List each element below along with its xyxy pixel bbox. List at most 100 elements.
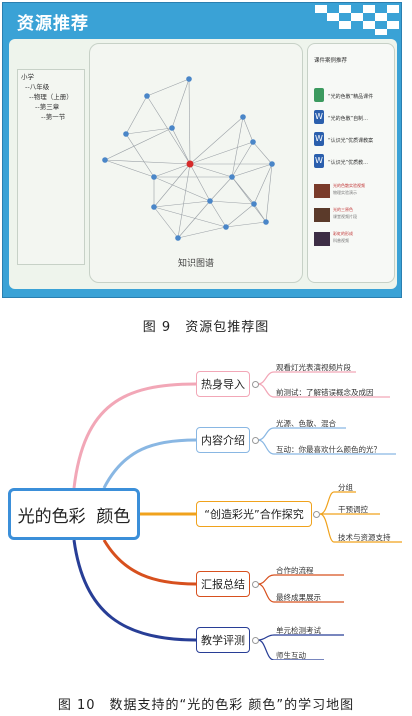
resource-title: 资源推荐 (17, 14, 89, 34)
recommendation-title: 课件案例推荐 (314, 58, 348, 64)
graph-caption: 知识图谱 (177, 259, 214, 269)
sub-topic[interactable]: 合作的流程 (276, 566, 314, 575)
graph-nodes (102, 76, 275, 241)
graph-edge (153, 206, 227, 228)
sub-topic[interactable]: 分组 (338, 483, 353, 492)
sub-topic[interactable]: 单元检测考试 (276, 626, 321, 635)
graph-edge (209, 200, 255, 205)
sub-branch-evaluation (257, 634, 344, 660)
sub-branch-line (257, 639, 324, 660)
topic-warmup[interactable]: 热身导入 (196, 371, 250, 397)
graph-edge (177, 163, 191, 239)
sub-branch-summary (257, 574, 344, 603)
graph-edge (104, 127, 173, 161)
sub-topic[interactable]: 互动：你最喜欢什么颜色的光？ (276, 445, 381, 454)
sub-topic[interactable]: 师生互动 (276, 651, 306, 660)
graph-edge (225, 221, 267, 228)
video-item[interactable]: 光的三原色 课堂视频片段 (314, 206, 390, 226)
graph-node (169, 125, 175, 131)
sub-branch-line (257, 383, 390, 398)
graph-edge (177, 200, 211, 239)
tree-node-book[interactable]: --物理（上册） (29, 93, 73, 101)
video-item[interactable]: 彩虹的形成 科普视频 (314, 230, 390, 250)
branch-summary (102, 539, 197, 586)
collapse-toggle-icon[interactable] (313, 511, 320, 518)
tree-node-chapter[interactable]: --第三章 (35, 103, 60, 111)
graph-node (250, 139, 256, 145)
graph-edge (225, 203, 255, 228)
graph-node (151, 174, 157, 180)
sub-branch-line (319, 513, 402, 543)
graph-node (223, 224, 229, 230)
collapse-toggle-icon[interactable] (252, 637, 259, 644)
graph-edge (209, 200, 227, 228)
graph-edge (265, 163, 273, 223)
graph-node (102, 157, 108, 163)
graph-edge (189, 141, 254, 165)
graph-edge (231, 141, 254, 178)
tree-node-section[interactable]: --第一节 (41, 113, 66, 121)
graph-edge (125, 133, 155, 178)
sub-topic[interactable]: 技术与资源支持 (338, 533, 391, 542)
knowledge-graph-panel: 知识图谱 (89, 43, 303, 283)
central-topic[interactable]: 光的色彩 颜色 (8, 488, 140, 540)
graph-node (269, 161, 275, 167)
doc-item[interactable]: W “认识光”优质课教案 (314, 132, 374, 146)
topic-evaluation[interactable]: 教学评测 (196, 627, 250, 653)
resource-recommendation-screenshot: 资源推荐 小学 --八年级 --物理（上册） --第三章 --第一节 (2, 2, 402, 298)
collapse-toggle-icon[interactable] (252, 437, 259, 444)
doc-item[interactable]: W “光的色散”自制... (314, 110, 368, 124)
knowledge-tree: 小学 --八年级 --物理（上册） --第三章 --第一节 (17, 69, 85, 265)
sub-topic[interactable]: 观看灯光表演视频片段 (276, 363, 351, 372)
video-item[interactable]: 光的色散实验视频 物理实验演示 (314, 182, 390, 202)
graph-edge (189, 163, 211, 202)
sub-topic[interactable]: 最终成果展示 (276, 593, 321, 602)
graph-edge (146, 78, 190, 97)
graph-node (207, 198, 213, 204)
sub-topic[interactable]: 干预调控 (338, 505, 368, 514)
tree-node-year[interactable]: --八年级 (25, 83, 50, 91)
graph-edges (104, 78, 273, 239)
topic-content[interactable]: 内容介绍 (196, 427, 250, 453)
doc-icon-green (314, 88, 324, 102)
graph-edge (153, 206, 179, 239)
collapse-toggle-icon[interactable] (252, 381, 259, 388)
graph-node (123, 131, 129, 137)
graph-edge (171, 78, 190, 129)
recommendation-panel: 课件案例推荐 “光的色散”精品课件 W “光的色散”自制... W “认识光”优… (307, 43, 395, 283)
branch-content (102, 438, 197, 489)
learning-map: 光的色彩 颜色 热身导入 观看灯光表演视频片段 前测试：了解错误概念及成因 内容… (4, 344, 406, 660)
sub-branch-line (257, 574, 344, 585)
graph-edge (125, 95, 148, 135)
graph-edge (231, 176, 267, 223)
graph-edge (253, 163, 273, 205)
graph-edge (177, 226, 227, 239)
knowledge-graph[interactable] (90, 44, 302, 254)
collapse-toggle-icon[interactable] (252, 581, 259, 588)
graph-edge (104, 159, 191, 165)
graph-edge (253, 203, 267, 223)
graph-edge (153, 163, 191, 208)
graph-edge (153, 163, 191, 178)
sub-topic[interactable]: 光源、色散、混合 (276, 419, 336, 428)
graph-edge (242, 116, 254, 143)
sub-branch-line (257, 634, 344, 641)
graph-edge (188, 78, 191, 165)
word-icon: W (314, 154, 324, 168)
figure-10-caption: 图 10 数据支持的“光的色彩 颜色”的学习地图 (57, 698, 355, 713)
topic-summary[interactable]: 汇报总结 (196, 571, 250, 597)
doc-item[interactable]: “光的色散”精品课件 (314, 88, 390, 104)
learning-map-branches (72, 371, 402, 660)
branch-warmup (72, 382, 197, 489)
doc-item[interactable]: W “认识光”优质教... (314, 154, 368, 168)
tree-node-grade[interactable]: 小学 (21, 73, 34, 81)
graph-edge (153, 200, 211, 208)
graph-edge (189, 163, 233, 178)
graph-node (186, 76, 192, 82)
sub-branch-line (257, 371, 356, 385)
sub-topic[interactable]: 前测试：了解错误概念及成因 (276, 388, 374, 397)
graph-node (175, 235, 181, 241)
graph-edge (231, 163, 273, 178)
topic-explore[interactable]: “创造彩光”合作探究 (196, 501, 312, 527)
graph-edge (153, 176, 211, 202)
